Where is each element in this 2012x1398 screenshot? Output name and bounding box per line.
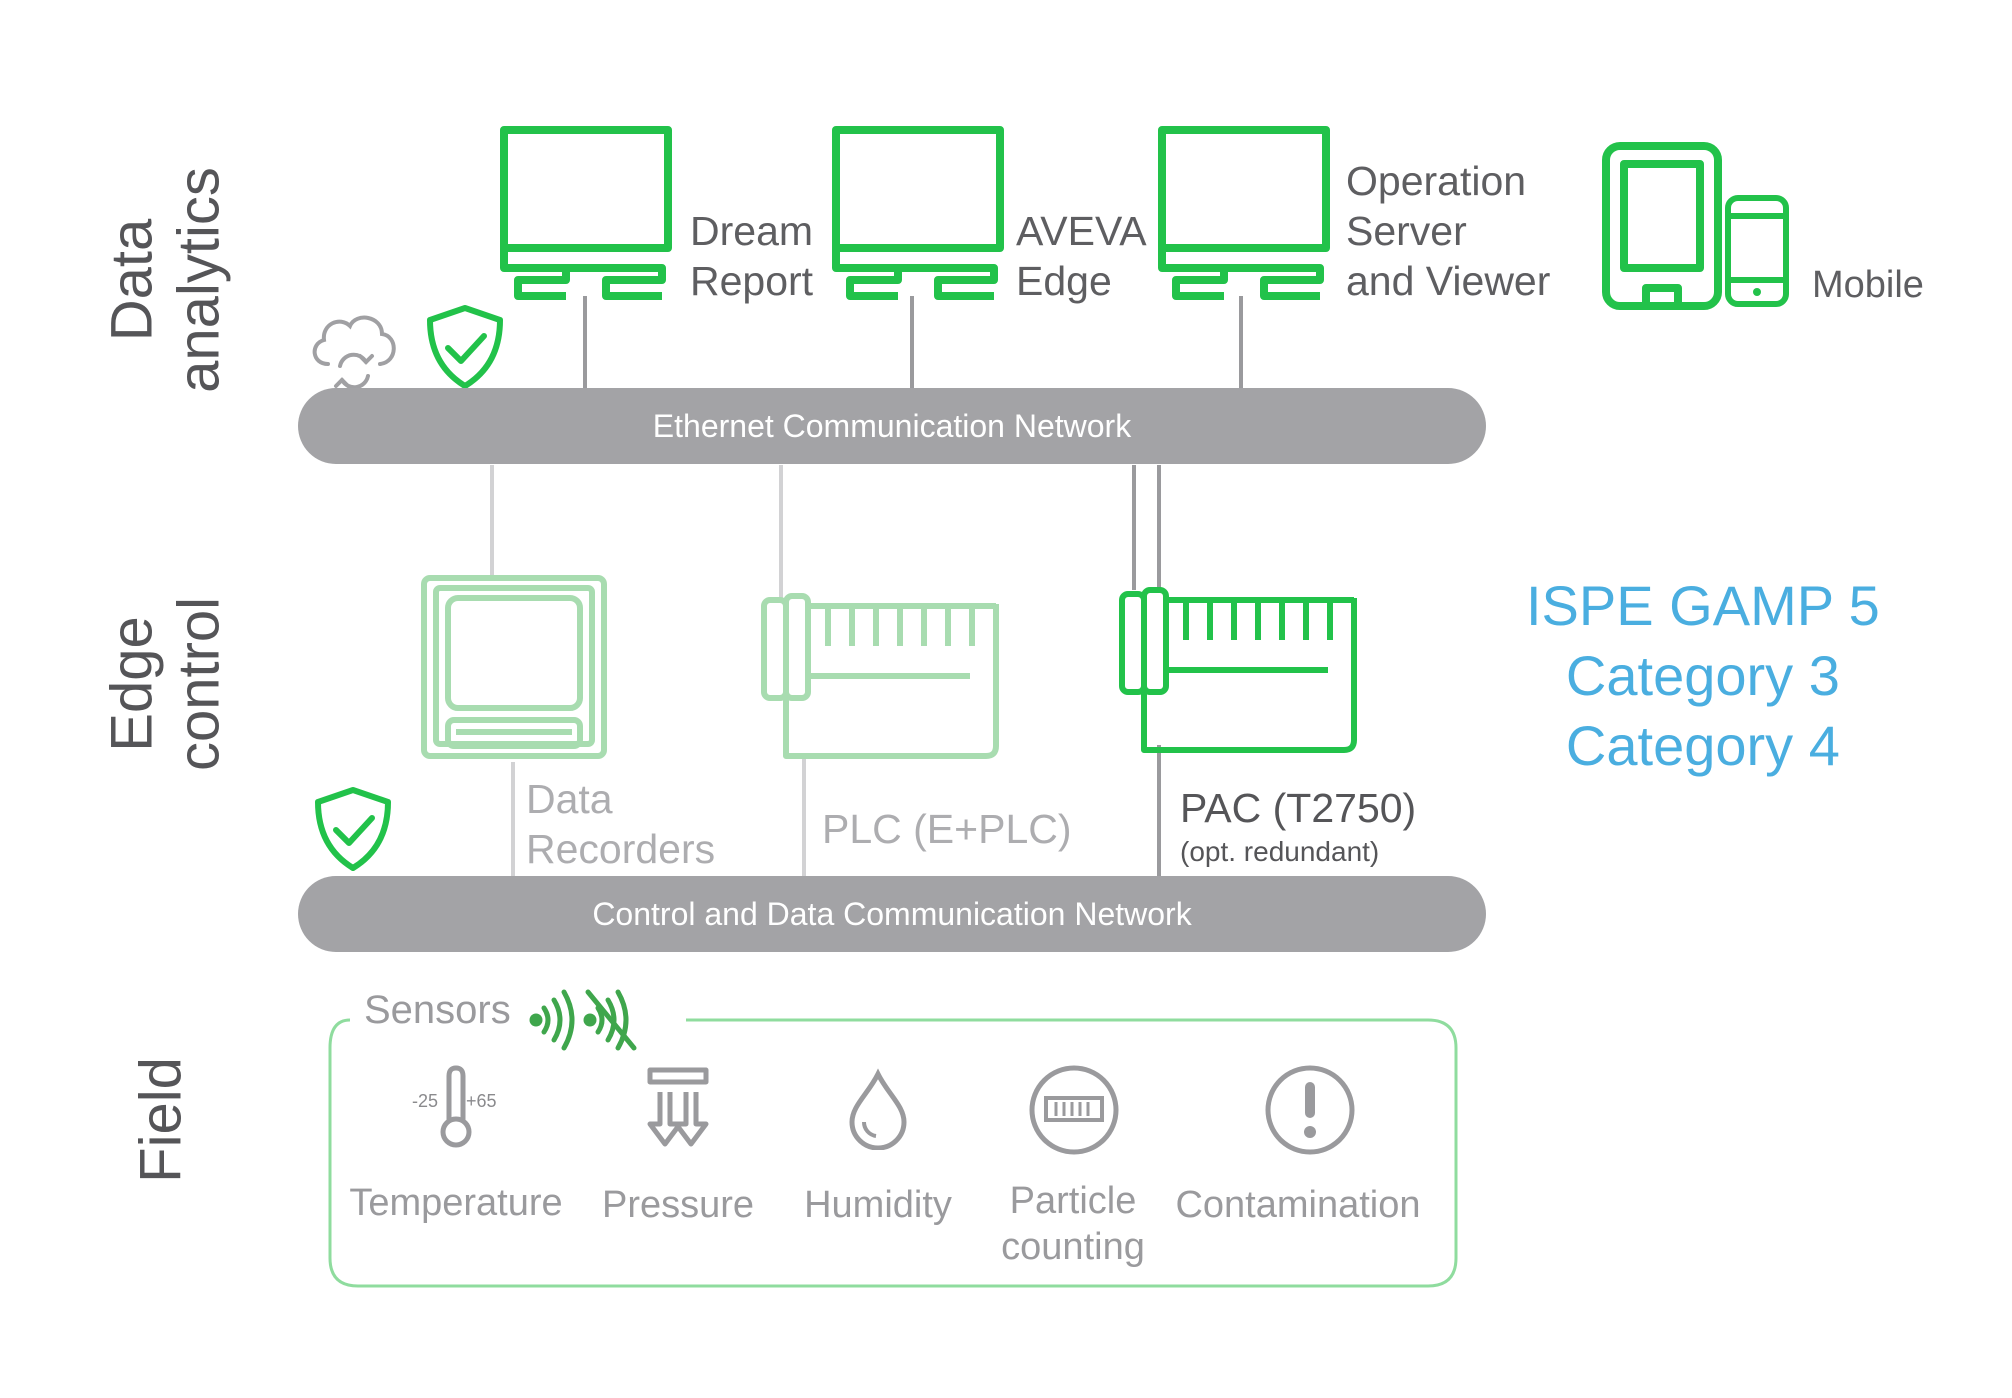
layer-label-line: control xyxy=(166,596,231,772)
control-network-bar: Control and Data Communication Network xyxy=(298,876,1486,952)
compliance-line: ISPE GAMP 5 xyxy=(1526,574,1880,637)
pac-note: (opt. redundant) xyxy=(1180,836,1380,867)
aveva-edge-label: AVEVA Edge xyxy=(1016,206,1147,306)
sensors-title: Sensors xyxy=(364,988,511,1032)
plc-icon xyxy=(761,593,999,759)
particle-counting-label: Particle counting xyxy=(1001,1178,1145,1270)
humidity-label: Humidity xyxy=(804,1184,952,1226)
pac-label: PAC (T2750) xyxy=(1180,785,1417,831)
app-label-line: Server xyxy=(1346,208,1467,254)
layer-label-line: Data xyxy=(99,218,165,342)
pressure-label: Pressure xyxy=(601,1184,755,1226)
plc-label: PLC (E+PLC) xyxy=(822,806,1072,852)
cloud-sync-icon xyxy=(312,315,396,390)
mobile-label: Mobile xyxy=(1812,264,1924,306)
app-label-line: Dream xyxy=(690,208,814,254)
layer-label-edge-control: Edge control xyxy=(99,597,232,771)
data-recorders-label: Data Recorders xyxy=(526,774,715,874)
temperature-label: Temperature xyxy=(349,1182,563,1224)
compliance-line: Category 4 xyxy=(1565,714,1840,777)
compliance-label: ISPE GAMP 5 Category 3 Category 4 xyxy=(1526,571,1880,781)
wireless-off-icon xyxy=(583,989,637,1051)
app-label-line: Operation xyxy=(1346,158,1527,204)
thermometer-icon xyxy=(440,1065,472,1148)
shield-check-icon xyxy=(427,305,503,389)
shield-check-icon xyxy=(315,787,391,871)
wireless-icon xyxy=(529,989,575,1051)
ethernet-network-bar: Ethernet Communication Network xyxy=(298,388,1486,464)
operation-server-label: Operation Server and Viewer xyxy=(1346,156,1550,306)
layer-label-line: Field xyxy=(128,1057,194,1183)
layer-label-field: Field xyxy=(129,1057,196,1183)
contamination-label: Contamination xyxy=(1175,1184,1421,1226)
app-label-line: AVEVA xyxy=(1016,208,1147,254)
particle-counter-icon xyxy=(1029,1065,1119,1155)
operation-server-monitor-icon xyxy=(1158,126,1330,300)
alert-icon xyxy=(1265,1065,1355,1155)
device-label-line: Recorders xyxy=(526,826,716,872)
pressure-icon xyxy=(647,1067,709,1147)
sensor-label-line: counting xyxy=(1001,1226,1145,1268)
compliance-line: Category 3 xyxy=(1565,644,1840,707)
aveva-edge-monitor-icon xyxy=(832,126,1004,300)
pac-icon xyxy=(1119,587,1357,753)
app-label-line: and Viewer xyxy=(1346,258,1551,304)
device-label-line: Data xyxy=(526,776,613,822)
droplet-icon xyxy=(849,1068,907,1150)
phone-icon xyxy=(1725,195,1789,307)
sensor-label-line: Particle xyxy=(1009,1180,1137,1222)
app-label-line: Edge xyxy=(1016,258,1112,304)
sensors-frame xyxy=(328,1018,1458,1288)
temp-min-label: -25 xyxy=(412,1091,439,1111)
layer-label-line: analytics xyxy=(166,167,231,393)
tablet-icon xyxy=(1602,142,1722,310)
layer-label-data-analytics: Data analytics xyxy=(99,167,232,393)
dream-report-monitor-icon xyxy=(500,126,672,300)
recorder-icon xyxy=(421,575,607,759)
layer-label-line: Edge xyxy=(99,616,165,752)
dream-report-label: Dream Report xyxy=(690,206,813,306)
app-label-line: Report xyxy=(690,258,814,304)
temp-max-label: +65 xyxy=(466,1091,497,1111)
